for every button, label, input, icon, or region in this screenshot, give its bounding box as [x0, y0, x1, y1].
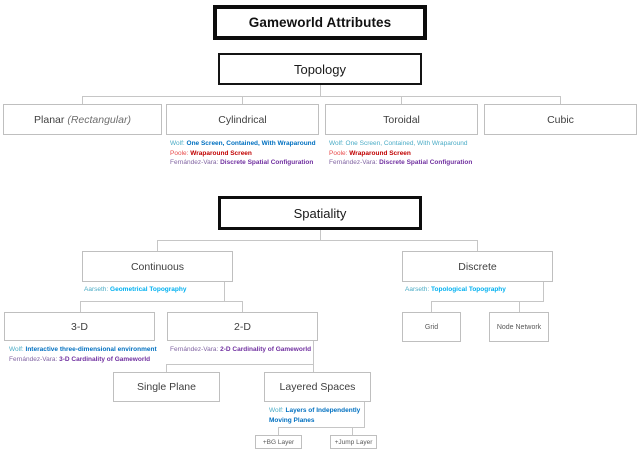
- node-topology: Topology: [218, 53, 422, 85]
- node-bg-layer-label: +BG Layer: [262, 438, 295, 446]
- annotation-cylindrical-wolf: Wolf: One Screen, Contained, With Wrapar…: [170, 140, 316, 147]
- connector-drop-discrete: [477, 240, 478, 251]
- node-continuous: Continuous: [82, 251, 233, 282]
- node-grid-label: Grid: [424, 323, 439, 331]
- annotations-toroidal: Wolf: One Screen, Contained, With Wrapar…: [329, 139, 472, 168]
- connector-discrete-stem: [543, 282, 544, 301]
- node-jump-layer-label: +Jump Layer: [334, 438, 373, 446]
- node-discrete-label: Discrete: [458, 260, 497, 273]
- connector-2d-rail: [166, 364, 314, 365]
- connector-drop-node-network: [519, 301, 520, 312]
- node-node-network: Node Network: [489, 312, 549, 342]
- connector-discrete-rail: [431, 301, 544, 302]
- annotations-cylindrical: Wolf: One Screen, Contained, With Wrapar…: [170, 139, 316, 168]
- connector-drop-2d: [242, 301, 243, 312]
- node-topology-label: Topology: [293, 61, 347, 77]
- connector-layered-stem: [364, 402, 365, 427]
- node-cubic: Cubic: [484, 104, 637, 135]
- node-layered-spaces: Layered Spaces: [264, 372, 371, 402]
- node-discrete: Discrete: [402, 251, 553, 282]
- connector-drop-jump-layer: [352, 427, 353, 436]
- node-spatiality: Spatiality: [218, 196, 422, 230]
- node-gameworld-attributes-label: Gameworld Attributes: [248, 15, 392, 30]
- node-planar-label: Planar: [34, 113, 65, 126]
- connector-layered-rail: [278, 427, 365, 428]
- connector-topology-stem: [320, 85, 321, 96]
- annotation-3d-fernandez-vara: Fernández-Vara: 3-D Cardinality of Gamew…: [9, 355, 151, 363]
- annotation-3d-wolf: Wolf: Interactive three-dimensional envi…: [9, 346, 157, 353]
- connector-drop-bg-layer: [278, 427, 279, 436]
- annotation-cylindrical-fernandez-vara: Fernández-Vara: Discrete Spatial Configu…: [170, 159, 314, 166]
- annotation-toroidal-wolf: Wolf: One Screen, Contained, With Wrapar…: [329, 140, 468, 147]
- node-gameworld-attributes: Gameworld Attributes: [213, 5, 427, 40]
- connector-2d-stem: [313, 341, 314, 372]
- annotation-discrete-aarseth: Aarseth: Topological Topography: [405, 286, 506, 293]
- annotation-cylindrical-poole: Poole: Wraparound Screen: [170, 149, 252, 157]
- node-grid: Grid: [402, 312, 461, 342]
- node-cylindrical: Cylindrical: [166, 104, 319, 135]
- connector-continuous-stem: [224, 282, 225, 301]
- connector-drop-continuous: [157, 240, 158, 251]
- annotation-2d-fernandez-vara: Fernández-Vara: 2-D Cardinality of Gamew…: [170, 346, 312, 353]
- connector-drop-grid: [431, 301, 432, 312]
- connector-drop-cylindrical: [242, 96, 243, 104]
- node-cubic-label: Cubic: [547, 113, 574, 126]
- node-2d: 2-D: [167, 312, 318, 341]
- annotation-layered-spaces-wolf: Wolf: Layers of Independently Moving Pla…: [269, 407, 361, 424]
- node-toroidal-label: Toroidal: [383, 113, 420, 126]
- node-2d-label: 2-D: [234, 320, 251, 333]
- connector-continuous-rail: [80, 301, 243, 302]
- node-jump-layer: +Jump Layer: [330, 435, 377, 449]
- node-node-network-label: Node Network: [496, 323, 542, 331]
- annotation-continuous-aarseth: Aarseth: Geometrical Topography: [84, 286, 187, 293]
- node-3d-label: 3-D: [71, 320, 88, 333]
- connector-drop-single-plane: [166, 364, 167, 372]
- connector-spatiality-stem: [320, 230, 321, 240]
- annotation-toroidal-fernandez-vara: Fernández-Vara: Discrete Spatial Configu…: [329, 159, 473, 166]
- connector-drop-toroidal: [401, 96, 402, 104]
- annotations-3d: Wolf: Interactive three-dimensional envi…: [9, 345, 157, 364]
- connector-drop-cubic: [560, 96, 561, 104]
- node-toroidal: Toroidal: [325, 104, 478, 135]
- node-bg-layer: +BG Layer: [255, 435, 302, 449]
- node-layered-spaces-label: Layered Spaces: [279, 381, 356, 393]
- node-planar: Planar (Rectangular): [3, 104, 162, 135]
- node-3d: 3-D: [4, 312, 155, 341]
- connector-drop-planar: [82, 96, 83, 104]
- connector-topology-rail: [82, 96, 561, 97]
- node-single-plane: Single Plane: [113, 372, 220, 402]
- node-single-plane-label: Single Plane: [137, 381, 196, 393]
- node-continuous-label: Continuous: [130, 260, 185, 273]
- annotation-toroidal-poole: Poole: Wraparound Screen: [329, 149, 411, 157]
- node-spatiality-label: Spatiality: [293, 205, 347, 221]
- connector-drop-3d: [80, 301, 81, 312]
- connector-spatiality-rail: [157, 240, 478, 241]
- node-planar-qualifier: (Rectangular): [67, 113, 131, 126]
- node-cylindrical-label: Cylindrical: [218, 113, 267, 126]
